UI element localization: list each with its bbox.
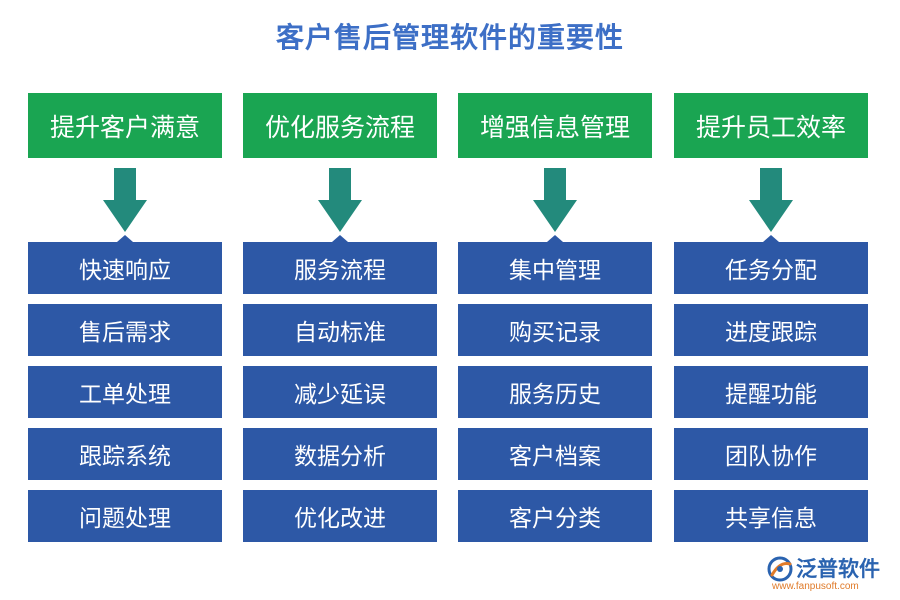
list-item: 进度跟踪	[674, 304, 868, 356]
list-item: 任务分配	[674, 242, 868, 294]
list-item: 提醒功能	[674, 366, 868, 418]
column-header: 优化服务流程	[243, 93, 437, 158]
column-header: 提升员工效率	[674, 93, 868, 158]
column-service-process: 优化服务流程 服务流程 自动标准 减少延误 数据分析 优化改进	[243, 93, 437, 552]
column-staff-efficiency: 提升员工效率 任务分配 进度跟踪 提醒功能 团队协作 共享信息	[674, 93, 868, 552]
brand-logo: 泛普软件 www.fanpusoft.com	[766, 553, 896, 597]
column-header: 增强信息管理	[458, 93, 652, 158]
logo-url: www.fanpusoft.com	[772, 581, 859, 592]
diagram-title: 客户售后管理软件的重要性	[275, 21, 624, 54]
list-item: 跟踪系统	[28, 428, 222, 480]
down-arrow-icon	[28, 158, 222, 242]
list-item: 购买记录	[458, 304, 652, 356]
list-item: 团队协作	[674, 428, 868, 480]
list-item: 数据分析	[243, 428, 437, 480]
down-arrow-icon	[243, 158, 437, 242]
list-item: 售后需求	[28, 304, 222, 356]
column-customer-satisfaction: 提升客户满意 快速响应 售后需求 工单处理 跟踪系统 问题处理	[28, 93, 222, 552]
list-item: 工单处理	[28, 366, 222, 418]
column-information-management: 增强信息管理 集中管理 购买记录 服务历史 客户档案 客户分类	[458, 93, 652, 552]
list-item: 快速响应	[28, 242, 222, 294]
list-item: 客户分类	[458, 490, 652, 542]
column-header: 提升客户满意	[28, 93, 222, 158]
list-item: 问题处理	[28, 490, 222, 542]
list-item: 服务历史	[458, 366, 652, 418]
list-item: 服务流程	[243, 242, 437, 294]
down-arrow-icon	[458, 158, 652, 242]
logo-name: 泛普软件	[796, 557, 880, 581]
fanpu-logo-icon	[767, 556, 793, 582]
list-item: 自动标准	[243, 304, 437, 356]
list-item: 优化改进	[243, 490, 437, 542]
down-arrow-icon	[674, 158, 868, 242]
list-item: 共享信息	[674, 490, 868, 542]
list-item: 集中管理	[458, 242, 652, 294]
list-item: 减少延误	[243, 366, 437, 418]
list-item: 客户档案	[458, 428, 652, 480]
